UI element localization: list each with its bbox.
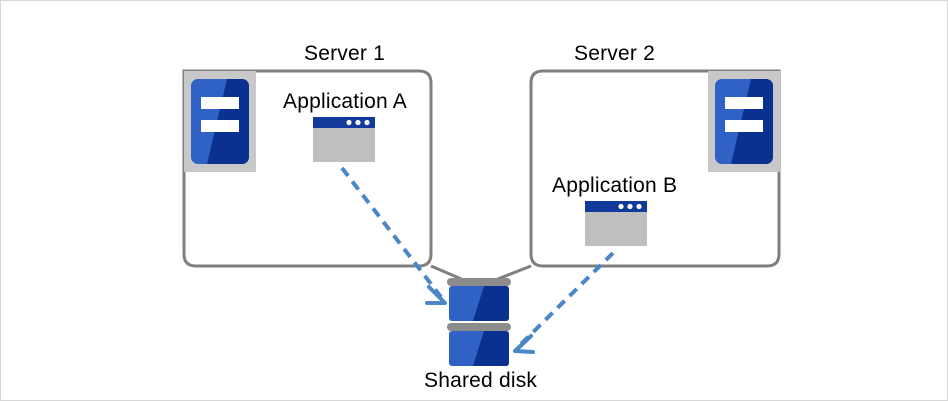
application-a-window-icon	[313, 117, 375, 162]
server2-icon-bar-bottom	[725, 120, 763, 132]
disk-bar-top	[447, 278, 511, 286]
server1-icon-bar-top	[201, 97, 239, 109]
application-b-window-icon	[585, 201, 647, 246]
arrow-app-b-to-disk	[513, 251, 615, 354]
shared-disk-icon	[447, 278, 511, 366]
arrow-app-a-to-disk	[340, 166, 447, 305]
server2-icon-bar-top	[725, 97, 763, 109]
server1-label: Server 1	[304, 42, 385, 65]
server2-label: Server 2	[574, 42, 655, 65]
shared-disk-label: Shared disk	[424, 369, 538, 392]
application-a-label: Application A	[283, 90, 408, 113]
disk-bar-bottom	[447, 323, 511, 331]
server1-icon-bar-bottom	[201, 120, 239, 132]
application-b-label: Application B	[552, 174, 678, 197]
